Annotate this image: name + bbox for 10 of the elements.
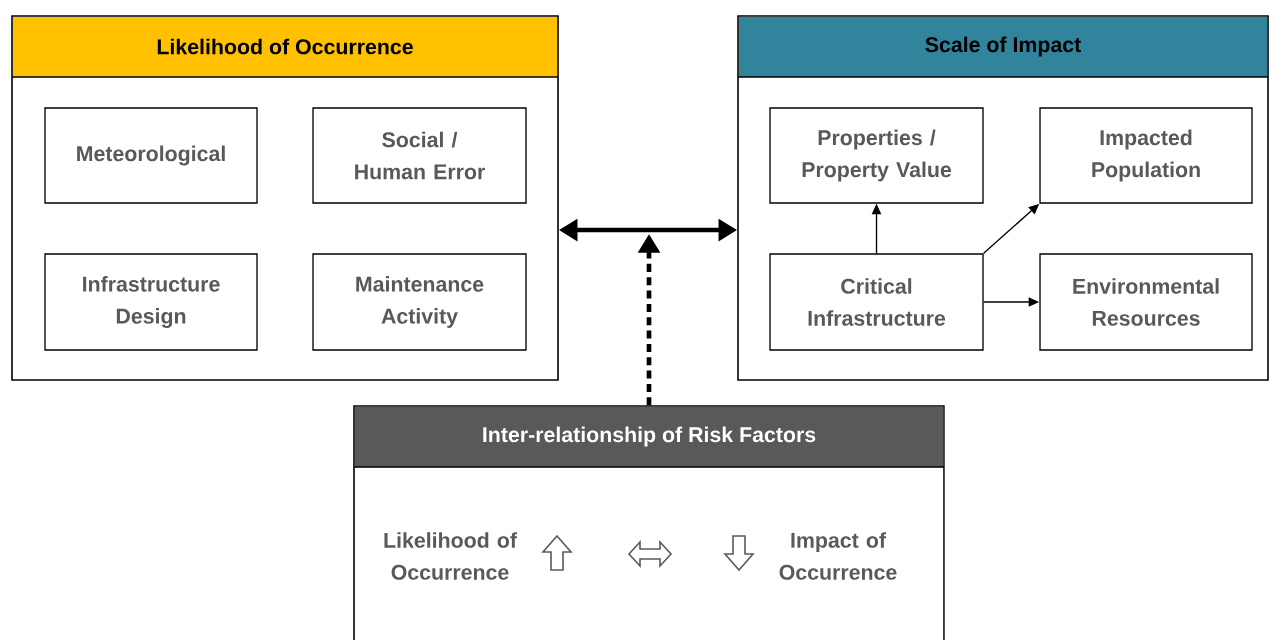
factor-label: Impact of Occurrence — [779, 532, 897, 580]
factor-box: Impacted Population — [1039, 107, 1253, 204]
factor-box: Maintenance Activity — [312, 253, 527, 351]
factor-box: Properties / Property Value — [769, 107, 984, 204]
factor-box: Critical Infrastructure — [769, 253, 984, 351]
factor-label: Likelihood of Occurrence — [384, 532, 518, 580]
factor-box: Meteorological — [44, 107, 258, 204]
factor-box: Social / Human Error — [312, 107, 527, 204]
factor-box: Infrastructure Design — [44, 253, 258, 351]
factor-box: Environmental Resources — [1039, 253, 1253, 351]
